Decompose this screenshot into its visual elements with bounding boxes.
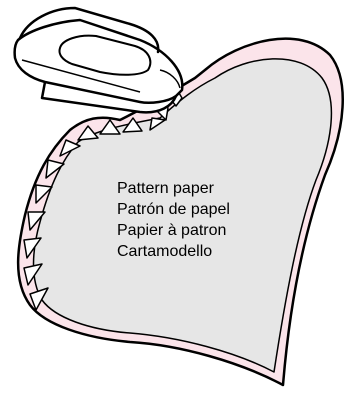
iron-icon	[15, 8, 183, 112]
pattern-paper-caption: Pattern paper Patrón de papel Papier à p…	[117, 178, 230, 262]
label-english: Pattern paper	[117, 178, 230, 199]
label-french: Papier à patron	[117, 220, 230, 241]
label-spanish: Patrón de papel	[117, 199, 230, 220]
label-italian: Cartamodello	[117, 241, 230, 262]
